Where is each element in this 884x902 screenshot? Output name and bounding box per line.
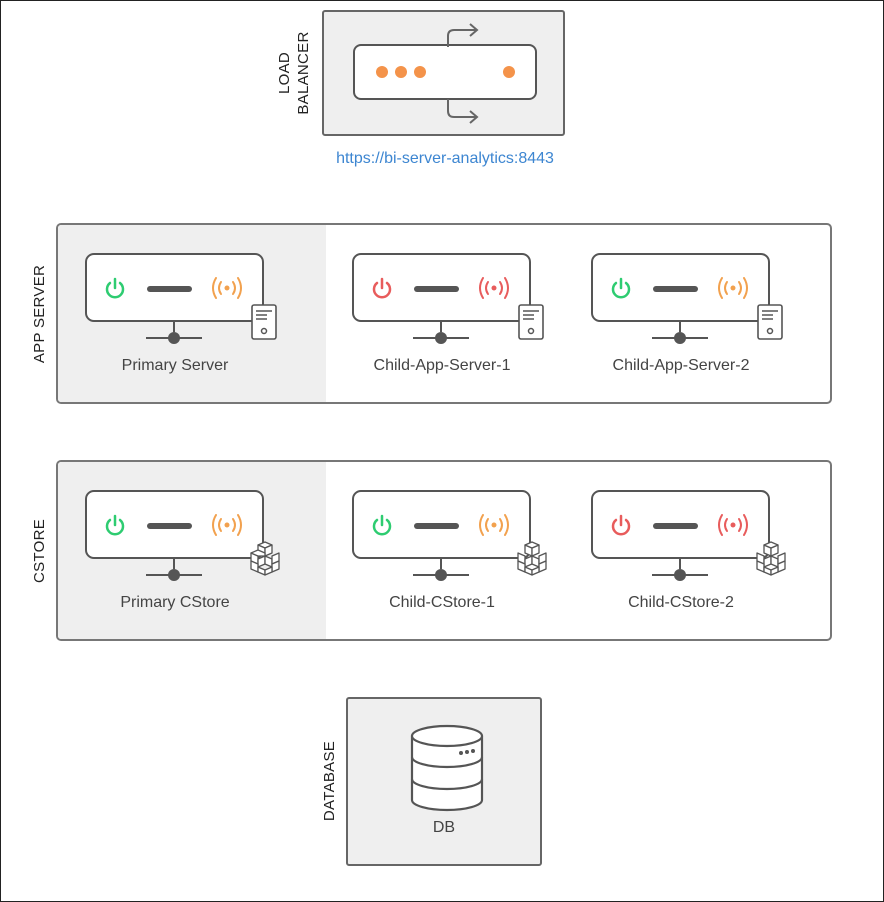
- cstore-node[interactable]: Primary CStore: [85, 490, 325, 630]
- app-server-node[interactable]: Child-App-Server-2: [591, 253, 830, 393]
- monitor-stand: [440, 320, 442, 332]
- monitor-stand: [440, 557, 442, 569]
- power-icon: [372, 277, 392, 299]
- app-server-section-label: APP SERVER: [31, 264, 48, 364]
- power-icon: [105, 514, 125, 536]
- node-label: Child-App-Server-1: [373, 357, 511, 374]
- server-monitor: [352, 490, 531, 559]
- server-monitor: [591, 253, 770, 322]
- node-label: Child-App-Server-2: [612, 357, 750, 374]
- network-node: [435, 569, 447, 581]
- server-tower-icon: [757, 304, 783, 340]
- signal-icon: [212, 277, 242, 299]
- signal-icon: [718, 514, 748, 536]
- load-balancer-box[interactable]: [322, 10, 565, 136]
- network-node: [168, 569, 180, 581]
- monitor-stand: [679, 557, 681, 569]
- network-node: [168, 332, 180, 344]
- load-balancer-label-line2: BALANCER: [295, 31, 312, 115]
- signal-icon: [479, 277, 509, 299]
- node-label: Child-CStore-2: [628, 594, 734, 611]
- load-balancer-section-label: LOAD BALANCER: [275, 23, 315, 123]
- monitor-stand: [173, 320, 175, 332]
- cstore-group: Primary CStore Child-CStore-1 Child-CSto…: [56, 460, 832, 641]
- lb-indicator-dot: [376, 66, 388, 78]
- cstore-node[interactable]: Child-CStore-2: [591, 490, 830, 630]
- power-icon: [611, 277, 631, 299]
- network-node: [674, 332, 686, 344]
- signal-icon: [212, 514, 242, 536]
- load-balancer-url-link[interactable]: https://bi-server-analytics:8443: [336, 150, 554, 167]
- status-bar: [653, 286, 698, 292]
- network-node: [674, 569, 686, 581]
- node-label: Primary Server: [121, 357, 229, 374]
- power-icon: [611, 514, 631, 536]
- node-label: Primary CStore: [120, 594, 230, 611]
- status-bar: [147, 286, 192, 292]
- load-balancer-device: [353, 44, 537, 100]
- cubes-icon: [250, 541, 280, 576]
- lb-indicator-dot: [503, 66, 515, 78]
- lb-arrow-in-icon: [447, 23, 479, 47]
- lb-arrow-out-icon: [447, 99, 479, 124]
- monitor-stand: [173, 557, 175, 569]
- database-box[interactable]: DB: [346, 697, 542, 866]
- app-server-node[interactable]: Child-App-Server-1: [352, 253, 592, 393]
- lb-indicator-dot: [395, 66, 407, 78]
- status-bar: [147, 523, 192, 529]
- node-label: Child-CStore-1: [389, 594, 495, 611]
- network-node: [435, 332, 447, 344]
- signal-icon: [479, 514, 509, 536]
- status-bar: [653, 523, 698, 529]
- app-server-group: Primary Server Child-App-Server-1 Child-…: [56, 223, 832, 404]
- server-monitor: [85, 253, 264, 322]
- database-icon: [410, 724, 484, 812]
- power-icon: [372, 514, 392, 536]
- cstore-node[interactable]: Child-CStore-1: [352, 490, 592, 630]
- lb-indicator-dot: [414, 66, 426, 78]
- database-name: DB: [432, 819, 456, 836]
- server-monitor: [85, 490, 264, 559]
- status-bar: [414, 523, 459, 529]
- load-balancer-label-line1: LOAD: [276, 51, 293, 95]
- cubes-icon: [517, 541, 547, 576]
- app-server-node[interactable]: Primary Server: [85, 253, 325, 393]
- cstore-section-label: CSTORE: [31, 518, 48, 584]
- monitor-stand: [679, 320, 681, 332]
- database-section-label: DATABASE: [321, 740, 338, 822]
- cubes-icon: [756, 541, 786, 576]
- server-tower-icon: [518, 304, 544, 340]
- server-monitor: [591, 490, 770, 559]
- status-bar: [414, 286, 459, 292]
- signal-icon: [718, 277, 748, 299]
- server-monitor: [352, 253, 531, 322]
- server-tower-icon: [251, 304, 277, 340]
- power-icon: [105, 277, 125, 299]
